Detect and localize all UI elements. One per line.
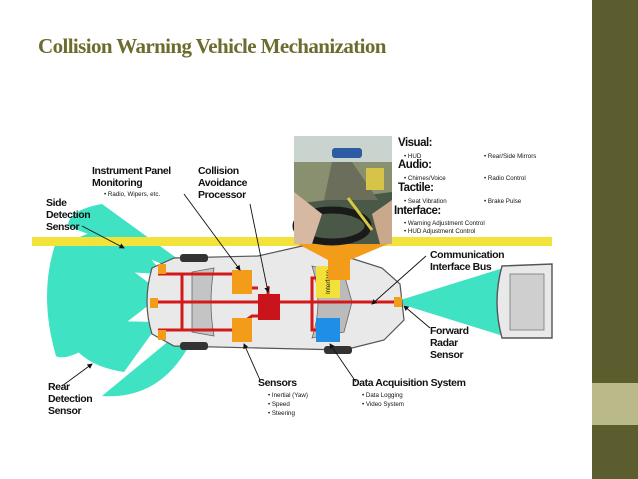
interface-heading: Interface: (394, 205, 441, 217)
audio-heading: Audio: (398, 159, 431, 171)
processor-module (258, 294, 280, 320)
instrument-panel-module (232, 270, 252, 294)
sensors-item-3: • Steering (268, 410, 295, 417)
wheel-rear-left (180, 254, 208, 262)
audio-item-2: • Radio Control (484, 175, 526, 182)
tactile-heading: Tactile: (398, 182, 433, 194)
side-sensor-label: Side Detection Sensor (46, 197, 93, 233)
sensors-item-2: • Speed (268, 401, 290, 408)
instrument-panel-label: Instrument Panel Monitoring (92, 165, 173, 189)
interface-box-label: Interface (325, 269, 332, 294)
data-acq-item-1: • Data Logging (362, 392, 403, 399)
visual-item-1: • HUD (404, 153, 422, 160)
rear-sensor-module (150, 298, 158, 308)
sensors-module (232, 318, 252, 342)
side-accent-block (592, 383, 638, 425)
tactile-item-2: • Brake Pulse (484, 198, 522, 205)
data-acq-item-2: • Video System (362, 401, 404, 408)
forward-sensor-module (394, 297, 402, 307)
sensors-label: Sensors (258, 377, 297, 389)
forward-beam (394, 266, 510, 338)
cockpit-photo (292, 136, 392, 246)
target-vehicle (496, 263, 553, 339)
interface-item-1: • Warning Adjustment Control (404, 220, 485, 227)
data-acq-label: Data Acquisition System (352, 377, 466, 389)
rear-sensor-module-low (158, 330, 166, 340)
audio-item-1: • Chimes/Voice (404, 175, 446, 182)
side-sensor-module (158, 264, 166, 274)
leader-lines (61, 193, 431, 387)
display-funnel (298, 244, 388, 280)
tactile-item-1: • Seat Vibration (404, 198, 447, 205)
instrument-panel-items: • Radio, Wipers, etc. (104, 191, 160, 198)
visual-item-2: • Rear/Side Mirrors (484, 153, 536, 160)
side-bottom-beam (102, 330, 192, 397)
rear-sensor-label: Rear Detection Sensor (48, 381, 95, 417)
interface-item-2: • HUD Adjustment Control (404, 228, 475, 235)
road-stripe (32, 237, 552, 246)
processor-label: Collision Avoidance Processor (198, 165, 250, 201)
interface-legend: Visual: • HUD • Rear/Side Mirrors Audio:… (394, 137, 536, 235)
slide-title: Collision Warning Vehicle Mechanization (38, 34, 386, 58)
data-acq-module (316, 318, 340, 342)
rear-bottom-beam (62, 320, 160, 372)
comm-bus-label: Communication Interface Bus (430, 249, 507, 273)
sensors-item-1: • Inertial (Yaw) (268, 392, 308, 399)
wheel-front-right (324, 346, 352, 354)
visual-heading: Visual: (398, 137, 432, 149)
forward-sensor-label: Forward Radar Sensor (430, 325, 471, 361)
wheel-rear-right (180, 342, 208, 350)
vehicle-diagram: Interface Visual: • HUD • Rear/Side Mirr… (32, 136, 553, 417)
